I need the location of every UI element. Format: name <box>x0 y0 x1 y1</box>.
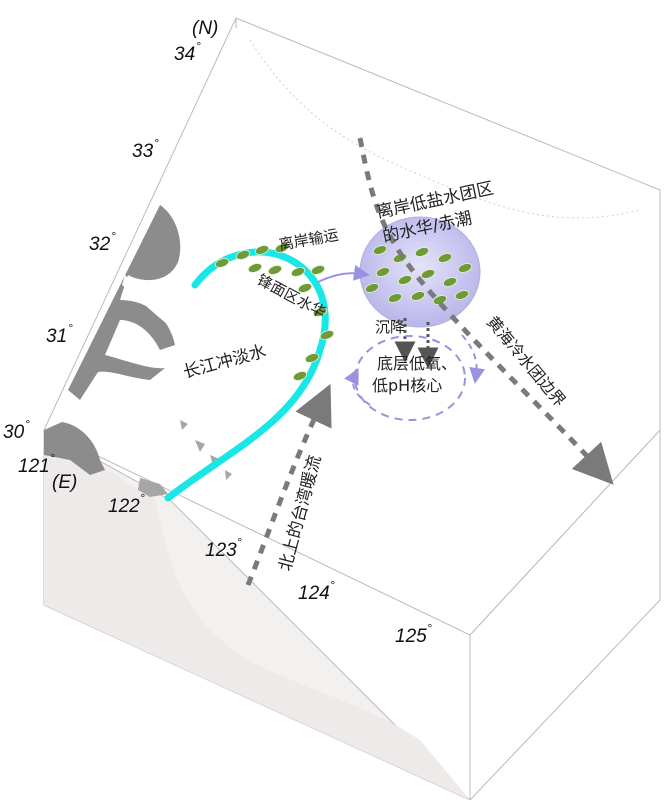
lon-deg-123: ° <box>237 535 242 549</box>
lat-deg-31: ° <box>68 321 73 335</box>
lon-tick-125: 125 <box>395 626 427 647</box>
river-islands <box>122 275 180 330</box>
lat-deg-32: ° <box>111 229 116 243</box>
shelf-profile <box>44 430 470 800</box>
faint-contour <box>249 39 641 219</box>
top-face <box>43 17 661 636</box>
lon-deg-124: ° <box>330 578 335 592</box>
north-unit-label: (N) <box>192 18 218 39</box>
taiwan-warm-current-arrow <box>245 383 332 586</box>
offshore-transport-arrow <box>317 264 370 283</box>
yellow-sea-boundary-arrow <box>357 137 614 485</box>
lat-tick-30: 30 <box>3 422 25 443</box>
lon-tick-124: 124 <box>298 583 330 604</box>
coastal-islands <box>138 420 232 497</box>
hypoxia-core-outline <box>354 335 466 421</box>
lat-tick-34: 34 <box>174 44 195 65</box>
lon-tick-121: 121 <box>18 456 50 477</box>
hypoxia-circulation-right <box>461 334 486 384</box>
lat-tick-32: 32 <box>89 234 111 255</box>
hypoxia-circulation-left <box>344 367 371 406</box>
algae-cluster-water-mass <box>364 245 473 305</box>
label-hypoxia-2: 低pH核心 <box>372 376 442 395</box>
lon-tick-122: 122 <box>108 496 140 517</box>
label-sinking: 沉降 <box>375 318 405 336</box>
lon-deg-122: ° <box>140 491 145 505</box>
label-hypoxia-1: 底层低氧、 <box>377 354 457 373</box>
lat-tick-33: 33 <box>132 141 154 162</box>
lat-deg-33: ° <box>154 136 159 150</box>
lat-deg-34: ° <box>196 39 201 53</box>
lon-deg-125: ° <box>427 621 432 635</box>
lat-tick-31: 31 <box>46 326 67 347</box>
algae-cluster-front <box>214 243 335 381</box>
land-north <box>68 205 181 400</box>
lat-deg-30: ° <box>25 417 30 431</box>
lon-deg-121: ° <box>50 451 55 465</box>
land-south <box>44 422 105 475</box>
lon-tick-123: 123 <box>205 540 237 561</box>
east-unit-label: (E) <box>52 472 77 493</box>
